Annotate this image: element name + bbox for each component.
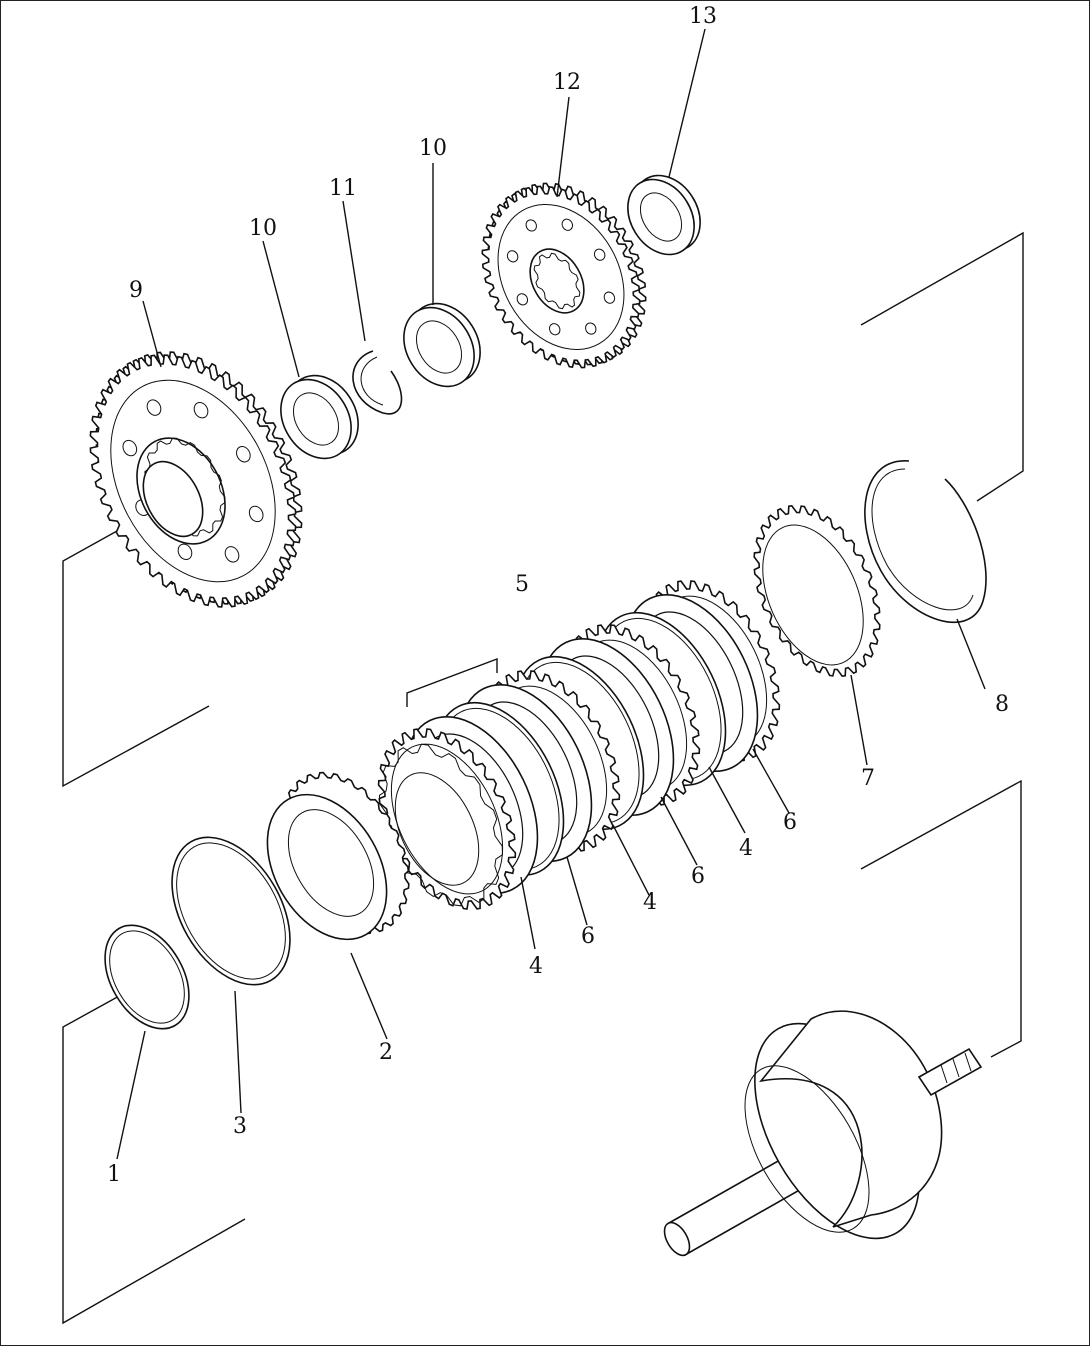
- callout-4-right: 4: [739, 836, 753, 861]
- part-11-snap-ring[interactable]: [352, 350, 403, 415]
- part-7-plate[interactable]: [743, 504, 884, 681]
- part-10-bearing-lower[interactable]: [267, 362, 373, 471]
- clutch-pack[interactable]: [369, 573, 789, 915]
- callout-12: 12: [553, 70, 581, 95]
- callout-6-left: 6: [581, 924, 595, 949]
- callout-2: 2: [379, 1040, 393, 1065]
- callout-8: 8: [995, 692, 1009, 717]
- callout-6-right: 6: [783, 810, 797, 835]
- callout-4-left: 4: [529, 954, 543, 979]
- callout-5: 5: [515, 572, 529, 597]
- part-10-bearing-upper[interactable]: [390, 290, 495, 399]
- callout-11: 11: [329, 176, 357, 201]
- part-8-snap-ring[interactable]: [864, 460, 987, 624]
- callout-3: 3: [233, 1114, 247, 1139]
- leader-lines: [116, 28, 986, 1160]
- part-9-gear[interactable]: [78, 351, 309, 610]
- callout-1: 1: [107, 1162, 121, 1187]
- boundary-lines: [62, 231, 1024, 1325]
- callout-labels: 13 12 10 11 10 9 5 8 7 6 4 6 4 6 4 2 3 1: [107, 4, 1009, 1187]
- callout-6-middle: 6: [691, 864, 705, 889]
- callout-4-middle: 4: [643, 890, 657, 915]
- part-3-seal-ring[interactable]: [148, 817, 315, 1006]
- callout-7: 7: [861, 766, 875, 791]
- callout-10-upper: 10: [419, 136, 447, 161]
- part-12-gear[interactable]: [473, 182, 650, 373]
- callout-13: 13: [689, 4, 717, 29]
- shaft-drum-assembly[interactable]: [659, 996, 983, 1266]
- callout-10-lower: 10: [249, 216, 277, 241]
- callout-9: 9: [129, 278, 143, 303]
- part-13-bearing[interactable]: [614, 163, 713, 267]
- part-2-piston[interactable]: [243, 771, 411, 961]
- part-1-seal-ring[interactable]: [88, 911, 206, 1044]
